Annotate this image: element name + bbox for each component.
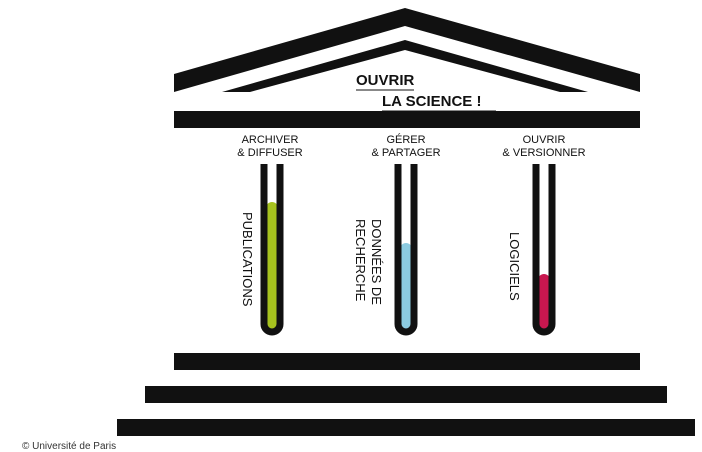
tube-1-outline <box>260 164 284 336</box>
title-line2: LA SCIENCE ! <box>382 93 481 110</box>
column-2-header-line2: & PARTAGER <box>371 147 440 159</box>
entablature-bar <box>174 111 640 128</box>
roof <box>174 8 640 92</box>
temple-steps <box>117 353 695 436</box>
step-middle <box>145 386 667 403</box>
column-2-header-line1: GÉRER <box>386 133 425 146</box>
tube-3-liquid <box>538 274 550 332</box>
roof-inner-band <box>222 40 588 92</box>
column-headers: ARCHIVER & DIFFUSER GÉRER & PARTAGER OUV… <box>237 133 585 159</box>
column-1-header-line1: ARCHIVER <box>242 134 299 146</box>
column-3-header-line1: OUVRIR <box>523 134 566 146</box>
test-tube-donnees <box>394 164 418 336</box>
column-2-vertical-label-line2: RECHERCHE <box>353 219 368 302</box>
copyright-text: © Université de Paris <box>22 441 116 452</box>
tube-2-liquid <box>400 243 412 332</box>
page-title: OUVRIR LA SCIENCE ! <box>356 72 496 112</box>
step-bottom <box>117 419 695 436</box>
roof-outer-band <box>174 8 640 92</box>
column-2-vertical-label-line1: DONNÉES DE <box>369 219 384 305</box>
column-1-vertical-label: PUBLICATIONS <box>240 212 255 307</box>
tube-2-outline <box>394 164 418 336</box>
tube-3-outline <box>532 164 556 336</box>
tube-1-liquid <box>266 202 278 332</box>
column-3-vertical-label: LOGICIELS <box>507 232 522 301</box>
column-1-header-line2: & DIFFUSER <box>237 147 302 159</box>
test-tube-logiciels <box>532 164 556 336</box>
test-tube-publications <box>260 164 284 336</box>
title-line1: OUVRIR <box>356 72 415 89</box>
test-tubes <box>260 164 556 336</box>
vertical-labels: PUBLICATIONS DONNÉES DE RECHERCHE LOGICI… <box>240 212 522 307</box>
step-top <box>174 353 640 370</box>
column-3-header-line2: & VERSIONNER <box>502 147 585 159</box>
